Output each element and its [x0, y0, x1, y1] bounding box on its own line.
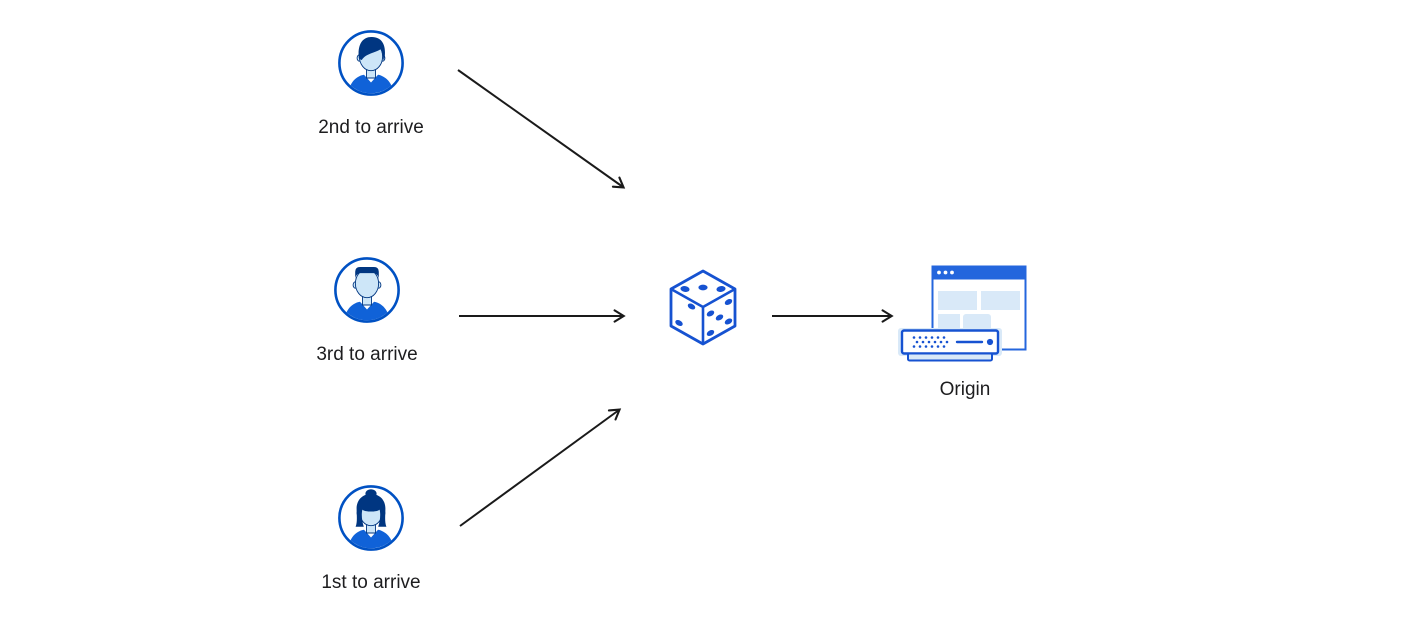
client-label: 1st to arrive [321, 572, 421, 593]
arrow-client2-to-dice [457, 69, 626, 189]
arrow-client1-to-dice [459, 408, 622, 527]
client-node-3rd-to-arrive: 3rd to arrive [287, 257, 447, 366]
client-node-1st-to-arrive: 1st to arrive [291, 485, 451, 594]
origin-label: Origin [939, 379, 991, 400]
woman-bun-avatar-icon [338, 485, 404, 551]
dice-icon [669, 269, 737, 346]
client-label: 3rd to arrive [316, 344, 418, 365]
server-icon [898, 328, 1002, 362]
man-flattop-avatar-icon [334, 257, 400, 323]
origin-server-icon [898, 265, 1027, 362]
man-sidepart-avatar-icon [338, 30, 404, 96]
client-node-2nd-to-arrive: 2nd to arrive [291, 30, 451, 139]
client-label: 2nd to arrive [318, 117, 424, 138]
